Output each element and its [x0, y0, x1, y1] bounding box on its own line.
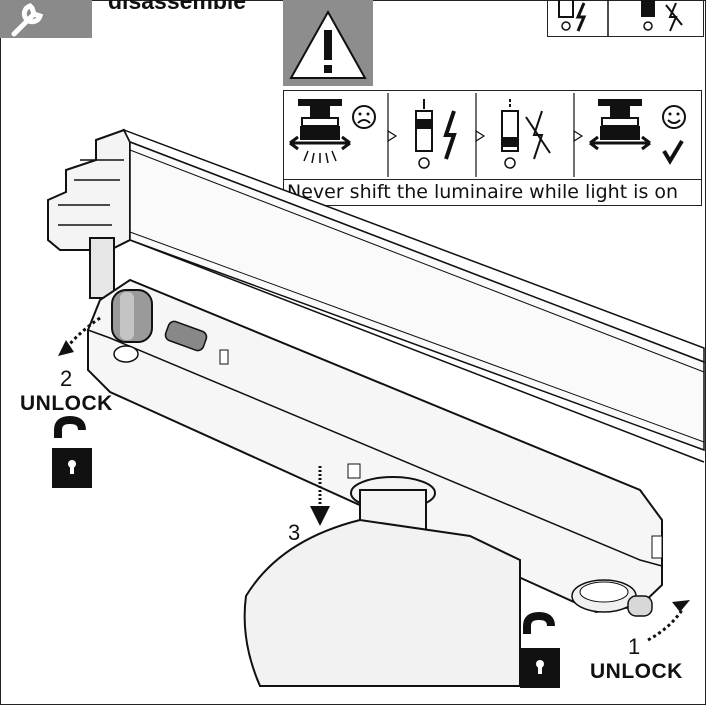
- warning-triangle-icon: [289, 9, 367, 79]
- wrench-icon: [11, 3, 44, 37]
- lamp-on-lightning-icon: [415, 99, 457, 169]
- warning-caption: Never shift the luminaire while light is…: [287, 181, 679, 203]
- lamp-off-no-lightning-icon: [501, 99, 551, 169]
- rail-body: [122, 128, 705, 463]
- padlock-open-icon-right: [520, 611, 560, 688]
- step-1-number: 1: [628, 634, 641, 659]
- warning-sequence-box: Never shift the luminaire while light is…: [283, 90, 702, 206]
- adapter-housing: [87, 278, 663, 617]
- luminaire-head: [243, 463, 521, 687]
- warning-panel: [283, 0, 373, 86]
- step-1-label: UNLOCK: [590, 660, 683, 683]
- pull-down-arrow: [310, 466, 330, 526]
- step-2-number: 2: [60, 366, 73, 391]
- rotate-arrow-right: [647, 600, 690, 642]
- padlock-open-icon-left: [52, 415, 92, 488]
- unlock-lever-2: [111, 289, 153, 343]
- header-title: disassemble: [108, 0, 247, 14]
- wrench-badge: [0, 0, 92, 38]
- warning-caption-row: Never shift the luminaire while light is…: [284, 179, 701, 206]
- mini-sequence-box: [547, 0, 704, 37]
- rail-end-profile: [47, 128, 131, 299]
- luminaire-shift-sad-icon: [289, 99, 376, 164]
- rotate-arrow-left: [58, 316, 101, 356]
- luminaire-shift-happy-icon: [589, 99, 686, 165]
- step-2-label: UNLOCK: [20, 392, 113, 415]
- step-3-number: 3: [288, 520, 301, 545]
